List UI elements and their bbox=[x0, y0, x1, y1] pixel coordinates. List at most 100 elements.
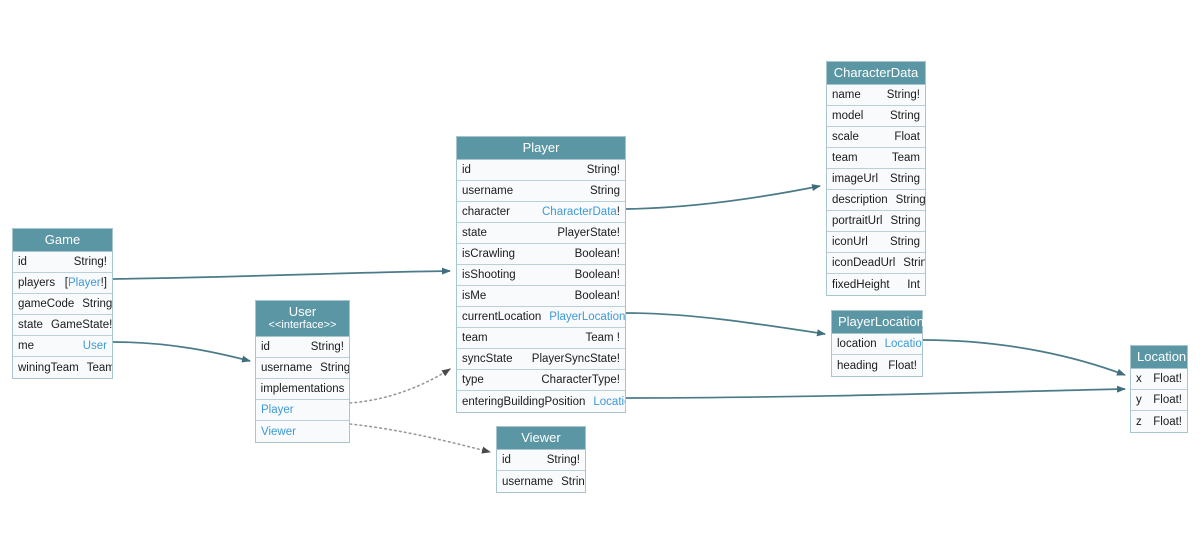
entity-title-location: Location bbox=[1131, 346, 1187, 369]
field-name: scale bbox=[832, 131, 859, 143]
field-name: y bbox=[1136, 394, 1142, 406]
field-name: isMe bbox=[462, 290, 487, 302]
field-row-characterdata-iconUrl[interactable]: iconUrl String bbox=[827, 232, 925, 253]
field-name: me bbox=[18, 340, 34, 352]
field-name: id bbox=[462, 164, 471, 176]
field-row-location-y[interactable]: y Float! bbox=[1131, 390, 1187, 411]
field-type[interactable]: Location! bbox=[884, 338, 922, 350]
field-name: gameCode bbox=[18, 298, 75, 310]
field-row-player-isShooting[interactable]: isShooting Boolean! bbox=[457, 265, 625, 286]
field-row-user-Player[interactable]: Player bbox=[256, 400, 349, 421]
field-row-user-Viewer[interactable]: Viewer bbox=[256, 421, 349, 442]
field-type: Float! bbox=[888, 359, 917, 372]
field-row-characterdata-description[interactable]: description String bbox=[827, 190, 925, 211]
field-name: winingTeam bbox=[18, 361, 79, 374]
field-name[interactable]: Player bbox=[261, 404, 294, 416]
field-type: GameState! bbox=[50, 319, 112, 331]
entity-box-playerlocation[interactable]: PlayerLocationlocationLocation!headingFl… bbox=[831, 310, 924, 377]
field-row-user-implementations[interactable]: implementations bbox=[256, 379, 349, 400]
field-type[interactable]: [Player!] bbox=[64, 277, 107, 289]
field-name: isCrawling bbox=[462, 248, 516, 260]
field-name: description bbox=[832, 194, 888, 206]
field-row-player-enteringBuildingPosition[interactable]: enteringBuildingPositionLocation bbox=[457, 391, 625, 412]
field-type: String! bbox=[82, 298, 112, 310]
field-row-player-team[interactable]: team Team ! bbox=[457, 328, 625, 349]
field-type: Team ! bbox=[585, 332, 620, 344]
entity-title-user: User<<interface>> bbox=[256, 301, 349, 337]
entity-title-text: Location bbox=[1137, 349, 1187, 364]
field-type: Float! bbox=[1153, 415, 1182, 428]
field-name: iconUrl bbox=[832, 236, 868, 248]
entity-title-text: Player bbox=[522, 140, 560, 155]
field-type: Boolean! bbox=[574, 269, 620, 281]
field-type: Float! bbox=[1153, 394, 1182, 406]
edge-game-players-to-player bbox=[112, 267, 451, 280]
field-type: String bbox=[890, 215, 921, 227]
field-name: fixedHeight bbox=[832, 278, 890, 291]
field-name: state bbox=[462, 227, 487, 239]
entity-title-text: Viewer bbox=[521, 430, 561, 445]
field-type: String! bbox=[546, 454, 580, 466]
field-name: location bbox=[837, 338, 877, 350]
field-type: String bbox=[895, 194, 925, 206]
field-name: username bbox=[502, 475, 554, 488]
field-type[interactable]: User bbox=[82, 340, 107, 352]
edge-user-implements-viewer bbox=[349, 423, 491, 454]
field-type: Float bbox=[894, 131, 920, 143]
edge-player-currentlocation-to-playerlocation bbox=[625, 312, 826, 337]
entity-title-viewer: Viewer bbox=[497, 427, 585, 450]
field-type[interactable]: PlayerLocation! bbox=[549, 311, 625, 323]
edge-player-character-to-characterdata bbox=[625, 184, 821, 210]
field-type: String! bbox=[310, 341, 344, 353]
field-type: String bbox=[889, 173, 920, 185]
field-row-characterdata-scale[interactable]: scale Float bbox=[827, 127, 925, 148]
field-row-game-players[interactable]: players[Player!] bbox=[13, 273, 112, 294]
field-row-game-gameCode[interactable]: gameCode String! bbox=[13, 294, 112, 315]
field-row-player-character[interactable]: character CharacterData! bbox=[457, 202, 625, 223]
entity-title-game: Game bbox=[13, 229, 112, 252]
field-type[interactable]: CharacterData! bbox=[542, 206, 620, 218]
field-type: String bbox=[320, 362, 349, 374]
field-name: team bbox=[462, 332, 488, 344]
field-type[interactable]: Location bbox=[593, 395, 625, 408]
field-type: String bbox=[889, 236, 920, 248]
field-type: Float! bbox=[1153, 373, 1182, 385]
field-name: isShooting bbox=[462, 269, 516, 281]
field-name: character bbox=[462, 206, 510, 218]
field-row-game-me[interactable]: me User bbox=[13, 336, 112, 357]
field-row-characterdata-iconDeadUrl[interactable]: iconDeadUrlString bbox=[827, 253, 925, 274]
field-row-playerlocation-location[interactable]: location Location! bbox=[832, 334, 922, 355]
field-name[interactable]: Viewer bbox=[261, 425, 296, 438]
